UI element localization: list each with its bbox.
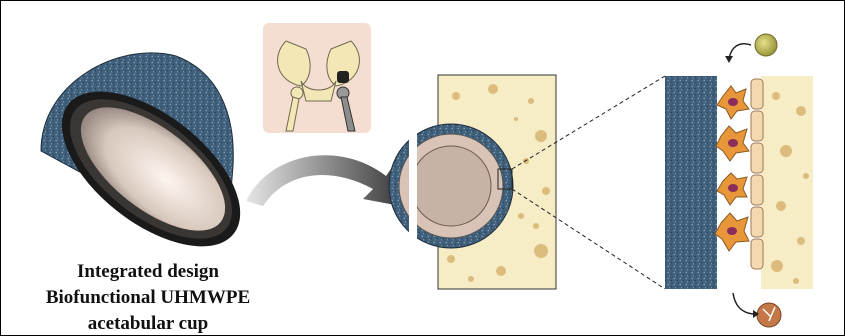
caption-line-1: Integrated design	[23, 259, 273, 285]
figure-caption: Integrated design Biofunctional UHMWPE a…	[23, 259, 273, 336]
caption-line-3: acetabular cup	[23, 311, 273, 336]
cell-icon	[715, 86, 749, 251]
pelvis-implant-icon	[263, 23, 371, 133]
curved-arrow-icon	[246, 155, 401, 206]
acetabular-cup-icon	[35, 53, 267, 276]
caption-line-2: Biofunctional UHMWPE	[23, 285, 273, 311]
interface-zoom	[665, 76, 813, 289]
